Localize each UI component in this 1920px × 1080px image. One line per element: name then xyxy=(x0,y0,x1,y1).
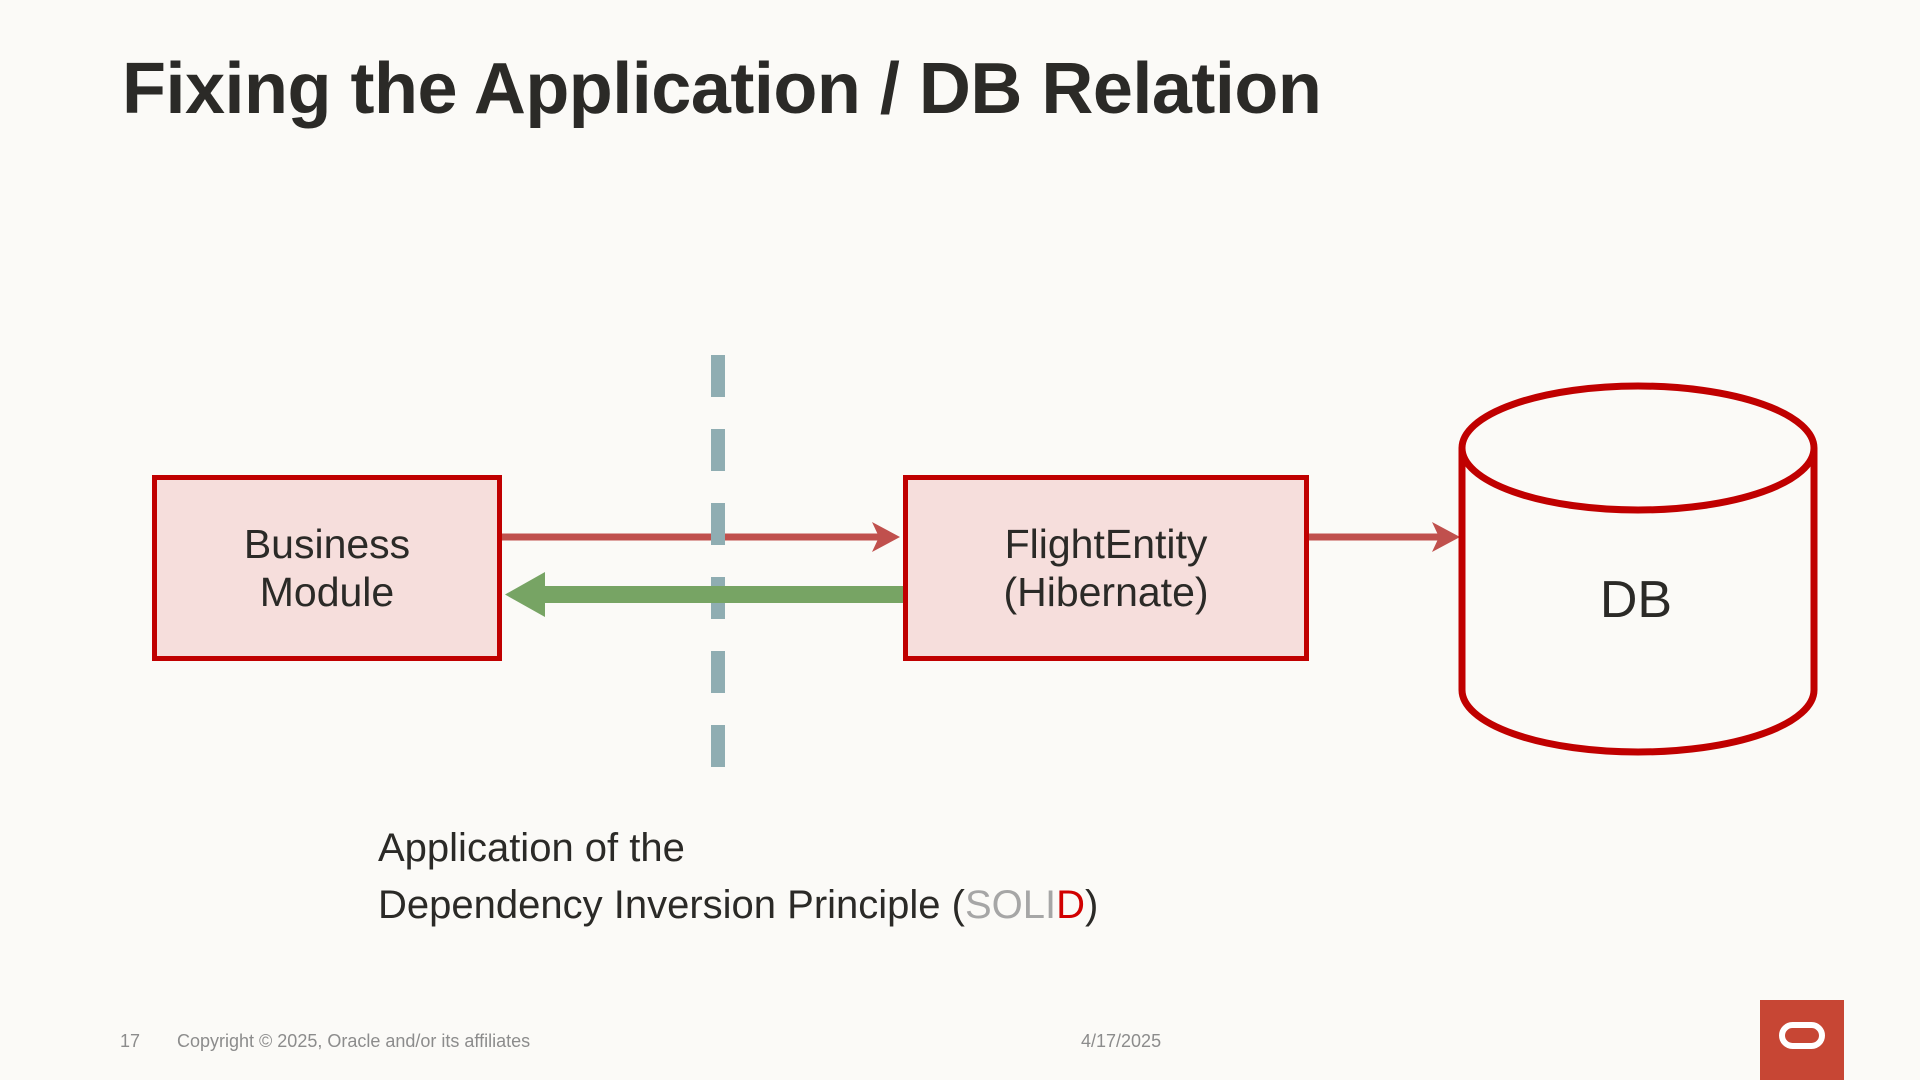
footer-copyright: Copyright © 2025, Oracle and/or its affi… xyxy=(177,1031,531,1051)
caption-acronym-red: D xyxy=(1056,882,1086,927)
cylinder-bottom-arc xyxy=(1458,689,1818,756)
footer-page-number: 17 xyxy=(120,1031,141,1051)
database-cylinder-shape xyxy=(1458,382,1818,756)
diagram-node-flight-entity[interactable]: FlightEntity (Hibernate) xyxy=(903,475,1309,661)
caption-acronym-gray: SOLI xyxy=(964,882,1057,927)
arrowhead-right-icon xyxy=(1432,522,1460,552)
node-label: FlightEntity (Hibernate) xyxy=(1003,520,1209,615)
caption-block: Application of the Dependency Inversion … xyxy=(378,820,1098,934)
cylinder-body xyxy=(1462,448,1814,752)
connector-entity-to-business-arrow xyxy=(505,572,903,617)
page-title: Fixing the Application / DB Relation xyxy=(122,49,1322,129)
caption-line-2-prefix: Dependency Inversion Principle ( xyxy=(378,882,965,927)
caption-line-1: Application of the xyxy=(378,826,685,870)
footer-date: 4/17/2025 xyxy=(1081,1031,1162,1051)
diagram-node-database-label: DB xyxy=(1599,571,1673,629)
connector-shaft xyxy=(540,586,903,603)
arrowhead-left-icon xyxy=(505,572,545,617)
oracle-logo xyxy=(1760,1000,1844,1080)
node-label: Business Module xyxy=(243,520,411,615)
connector-entity-to-db-arrow xyxy=(1309,522,1460,552)
connector-business-to-entity-arrow xyxy=(502,522,900,552)
caption-line-2-suffix: ) xyxy=(1085,882,1099,927)
cylinder-top-ellipse xyxy=(1458,382,1818,514)
arrowhead-right-icon xyxy=(872,522,900,552)
oracle-logo-icon xyxy=(1779,1021,1825,1049)
diagram-node-business-module[interactable]: Business Module xyxy=(152,475,502,661)
caption-line-2: Dependency Inversion Principle (SOLID) xyxy=(378,877,1098,934)
